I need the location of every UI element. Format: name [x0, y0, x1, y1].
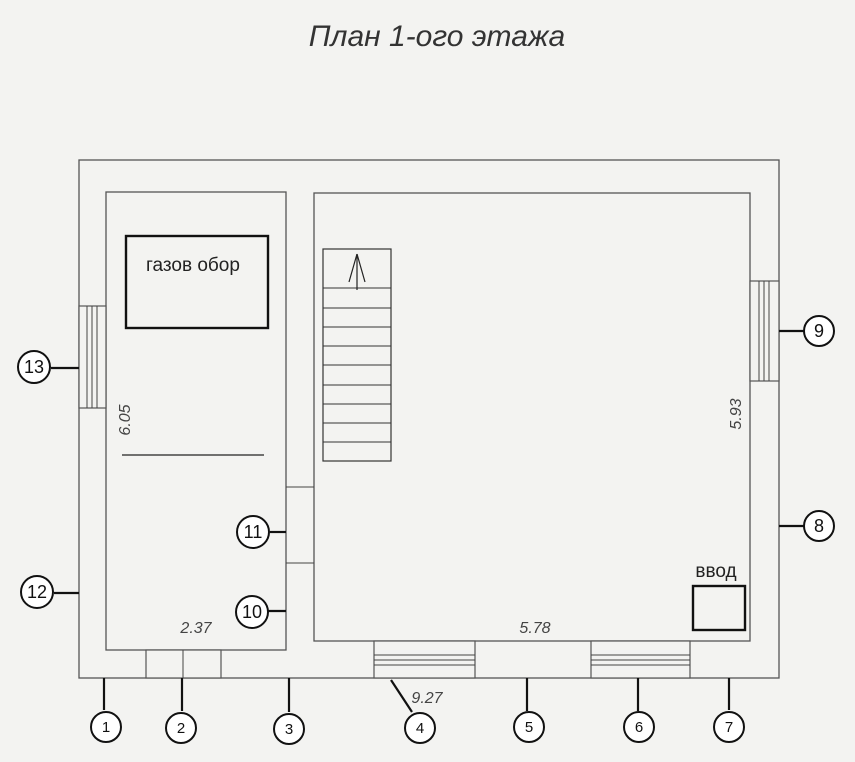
photo-marker-3: 3 [273, 713, 305, 745]
photo-marker-9: 9 [803, 315, 835, 347]
dimension-total-width: 9.27 [411, 690, 443, 707]
photo-marker-1-label: 1 [102, 719, 110, 736]
photo-marker-5-label: 5 [525, 719, 533, 736]
photo-marker-11: 11 [236, 515, 270, 549]
gas-equipment-label: газов обор [146, 255, 240, 276]
stair-up-arrow-icon [348, 253, 366, 290]
photo-marker-7: 7 [713, 711, 745, 743]
window-bottom-right [590, 640, 691, 679]
photo-marker-3-label: 3 [285, 721, 293, 738]
photo-marker-7-label: 7 [725, 719, 733, 736]
interior-door [286, 486, 314, 564]
entry-box [691, 584, 747, 632]
dimension-left-room-height: 6.05 [117, 404, 134, 435]
dimension-right-room-height: 5.93 [728, 398, 745, 429]
photo-marker-12: 12 [20, 575, 54, 609]
photo-marker-6-label: 6 [635, 719, 643, 736]
gas-equipment-box [124, 234, 270, 330]
photo-marker-10-label: 10 [242, 602, 262, 622]
photo-marker-9-label: 9 [814, 321, 824, 341]
window-left [78, 305, 107, 409]
marker-leaders [51, 329, 804, 713]
window-right [749, 280, 780, 382]
dimension-left-room-width: 2.37 [179, 620, 212, 637]
photo-marker-6: 6 [623, 711, 655, 743]
photo-marker-13-label: 13 [24, 357, 44, 377]
photo-marker-13: 13 [17, 350, 51, 384]
photo-marker-4-label: 4 [416, 720, 424, 737]
photo-marker-4: 4 [404, 712, 436, 744]
right-room [313, 192, 751, 642]
photo-marker-10: 10 [235, 595, 269, 629]
photo-marker-1: 1 [90, 711, 122, 743]
dimension-right-room-width: 5.78 [519, 620, 550, 637]
photo-marker-2: 2 [165, 712, 197, 744]
window-bottom-middle [373, 640, 476, 679]
photo-marker-11-label: 11 [244, 522, 263, 542]
window-bottom-left [145, 649, 222, 679]
photo-marker-12-label: 12 [27, 582, 47, 602]
photo-marker-8: 8 [803, 510, 835, 542]
photo-marker-8-label: 8 [814, 516, 824, 536]
plan-title: План 1-ого этажа [309, 20, 565, 53]
photo-marker-5: 5 [513, 711, 545, 743]
entry-label: ввод [695, 561, 736, 582]
photo-marker-2-label: 2 [177, 720, 185, 737]
outer-wall [78, 159, 780, 679]
